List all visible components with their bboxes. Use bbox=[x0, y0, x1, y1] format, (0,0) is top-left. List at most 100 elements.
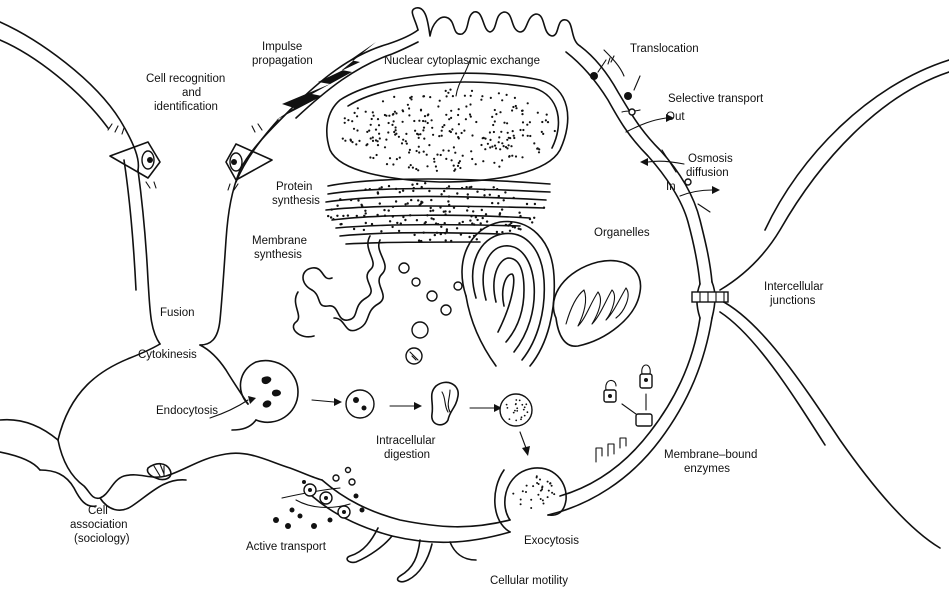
chromatin-granule bbox=[351, 141, 353, 143]
chromatin-granule bbox=[416, 150, 418, 152]
chromatin-granule bbox=[481, 95, 483, 97]
chromatin-granule bbox=[437, 105, 439, 107]
chromatin-granule bbox=[405, 140, 407, 142]
ribosome-dot bbox=[496, 231, 498, 233]
ribosome-dot bbox=[453, 207, 455, 209]
chromatin-granule bbox=[513, 137, 515, 139]
chromatin-granule bbox=[508, 144, 510, 146]
label-cell-recognition-2: and bbox=[182, 87, 201, 99]
lysosome-granule bbox=[514, 410, 516, 412]
ribosome-dot bbox=[436, 232, 438, 234]
ribosome-dot bbox=[404, 203, 406, 205]
ribosome-dot bbox=[461, 187, 463, 189]
chromatin-granule bbox=[382, 100, 384, 102]
label-endocytosis: Endocytosis bbox=[156, 405, 218, 417]
ribosome-dot bbox=[421, 201, 423, 203]
ribosome-dot bbox=[445, 239, 447, 241]
ribosome-dot bbox=[518, 212, 520, 214]
chromatin-granule bbox=[487, 143, 489, 145]
ribosome-dot bbox=[402, 216, 404, 218]
label-cell-association-3: (sociology) bbox=[74, 533, 130, 545]
chromatin-granule bbox=[522, 121, 524, 123]
ribosome-dot bbox=[519, 215, 521, 217]
chromatin-granule bbox=[432, 134, 434, 136]
label-nuclear-exchange: Nuclear cytoplasmic exchange bbox=[384, 55, 540, 67]
lysosome-granule bbox=[525, 403, 527, 405]
chromatin-granule bbox=[471, 90, 473, 92]
ribosome-dot bbox=[491, 202, 493, 204]
ribosome-dot bbox=[396, 222, 398, 224]
chromatin-granule bbox=[498, 166, 500, 168]
ribosome-dot bbox=[476, 238, 478, 240]
chromatin-granule bbox=[533, 142, 535, 144]
chromatin-granule bbox=[465, 105, 467, 107]
chromatin-granule bbox=[405, 133, 407, 135]
chromatin-granule bbox=[396, 158, 398, 160]
ribosome-dot bbox=[456, 192, 458, 194]
ribosome-dot bbox=[416, 219, 418, 221]
chromatin-granule bbox=[372, 140, 374, 142]
ribosome-dot bbox=[526, 203, 528, 205]
chromatin-granule bbox=[441, 130, 443, 132]
chromatin-granule bbox=[522, 134, 524, 136]
ribosome-dot bbox=[476, 191, 478, 193]
chromatin-granule bbox=[420, 109, 422, 111]
chromatin-granule bbox=[480, 99, 482, 101]
chromatin-granule bbox=[344, 140, 346, 142]
ribosome-dot bbox=[448, 195, 450, 197]
chromatin-granule bbox=[541, 121, 543, 123]
ribosome-dot bbox=[468, 186, 470, 188]
chromatin-granule bbox=[409, 97, 411, 99]
chromatin-granule bbox=[498, 141, 500, 143]
ribosome-dot bbox=[429, 239, 431, 241]
ribosome-dot bbox=[497, 202, 499, 204]
chromatin-granule bbox=[452, 95, 454, 97]
ribosome-dot bbox=[460, 233, 462, 235]
chromatin-granule bbox=[369, 156, 371, 158]
ribosome-dot bbox=[380, 230, 382, 232]
chromatin-granule bbox=[453, 170, 455, 172]
chromatin-granule bbox=[513, 135, 515, 137]
lysosome-granule bbox=[527, 411, 529, 413]
chromatin-granule bbox=[344, 117, 346, 119]
ribosome-dot bbox=[443, 190, 445, 192]
lysosome-granule bbox=[523, 409, 525, 411]
ribosome-dot bbox=[353, 228, 355, 230]
chromatin-granule bbox=[392, 114, 394, 116]
ribosome-dot bbox=[364, 210, 366, 212]
chromatin-granule bbox=[366, 131, 368, 133]
ribosome-dot bbox=[467, 206, 469, 208]
chromatin-granule bbox=[500, 131, 502, 133]
chromatin-granule bbox=[475, 121, 477, 123]
ribosome-dot bbox=[412, 190, 414, 192]
chromatin-granule bbox=[483, 137, 485, 139]
ribosome-dot bbox=[332, 218, 334, 220]
chromatin-granule bbox=[527, 102, 529, 104]
chromatin-granule bbox=[493, 131, 495, 133]
ribosome-dot bbox=[509, 230, 511, 232]
chromatin-granule bbox=[409, 149, 411, 151]
secretory-granule bbox=[548, 490, 550, 492]
chromatin-granule bbox=[451, 128, 453, 130]
chromatin-granule bbox=[410, 164, 412, 166]
ribosome-dot bbox=[384, 215, 386, 217]
label-cell-recognition-3: identification bbox=[154, 101, 218, 113]
ribosome-dot bbox=[435, 222, 437, 224]
secretory-granule bbox=[539, 479, 541, 481]
chromatin-granule bbox=[522, 110, 524, 112]
ribosome-dot bbox=[423, 232, 425, 234]
chromatin-granule bbox=[431, 119, 433, 121]
chromatin-granule bbox=[402, 139, 404, 141]
chromatin-granule bbox=[424, 115, 426, 117]
ribosome-dot bbox=[376, 214, 378, 216]
chromatin-granule bbox=[438, 135, 440, 137]
label-intracellular-digestion-2: digestion bbox=[384, 449, 430, 461]
chromatin-granule bbox=[379, 137, 381, 139]
ribosome-dot bbox=[448, 204, 450, 206]
chromatin-granule bbox=[408, 151, 410, 153]
chromatin-granule bbox=[495, 147, 497, 149]
secretory-granule bbox=[549, 483, 551, 485]
chromatin-granule bbox=[356, 129, 358, 131]
chromatin-granule bbox=[417, 133, 419, 135]
chromatin-granule bbox=[512, 106, 514, 108]
